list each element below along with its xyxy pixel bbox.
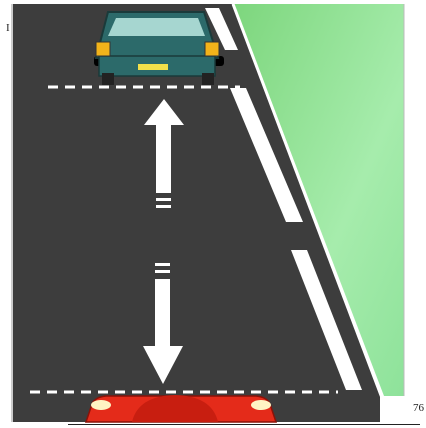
stray-page-number: 76 <box>413 402 424 414</box>
car-hood-icon <box>86 395 276 422</box>
baseline-rule <box>68 424 420 425</box>
car-rear-view-icon <box>94 12 224 85</box>
stray-glyph-left: I <box>6 22 10 34</box>
